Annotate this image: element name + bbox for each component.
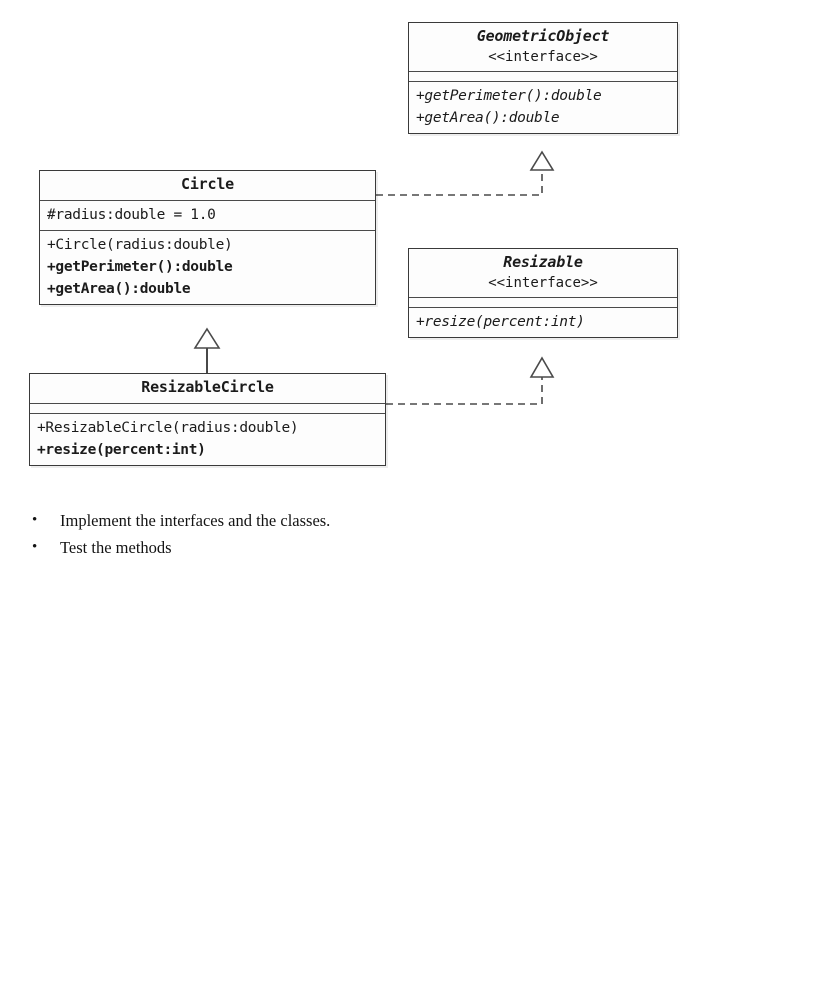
header-compartment: Resizable <<interface>> bbox=[409, 249, 677, 297]
uml-class-geometric-object: GeometricObject <<interface>> +getPerime… bbox=[408, 22, 678, 135]
attributes-compartment bbox=[409, 71, 677, 81]
header-compartment: GeometricObject <<interface>> bbox=[409, 23, 677, 71]
attribute-row: #radius:double = 1.0 bbox=[47, 206, 216, 223]
list-item-label: Test the methods bbox=[60, 537, 172, 557]
list-item-label: Implement the interfaces and the classes… bbox=[60, 511, 331, 530]
uml-class-resizable: Resizable <<interface>> +resize(percent:… bbox=[408, 248, 678, 339]
attributes-compartment: #radius:double = 1.0 bbox=[40, 199, 375, 230]
class-stereotype: <<interface>> bbox=[488, 274, 598, 291]
method-row: +getPerimeter():double bbox=[416, 88, 602, 105]
method-row: +ResizableCircle(radius:double) bbox=[37, 419, 299, 436]
class-name: GeometricObject bbox=[476, 27, 610, 45]
realization-resizablecircle-to-resizable bbox=[386, 356, 555, 405]
method-row: +resize(percent:int) bbox=[37, 441, 206, 458]
list-item: • Implement the interfaces and the class… bbox=[28, 508, 548, 535]
attributes-compartment bbox=[30, 402, 385, 413]
header-compartment: Circle bbox=[40, 171, 375, 200]
list-item: • Test the methods bbox=[28, 535, 548, 562]
uml-class-circle: Circle #radius:double = 1.0 +Circle(radi… bbox=[39, 170, 376, 305]
methods-compartment: +Circle(radius:double) +getPerimeter():d… bbox=[40, 229, 375, 304]
class-name: ResizableCircle bbox=[141, 378, 274, 396]
bullet-icon: • bbox=[32, 538, 38, 555]
method-row: +getPerimeter():double bbox=[47, 258, 233, 275]
methods-compartment: +ResizableCircle(radius:double) +resize(… bbox=[30, 412, 385, 465]
attributes-compartment bbox=[409, 297, 677, 307]
methods-compartment: +getPerimeter():double +getArea():double bbox=[409, 81, 677, 133]
class-name: Resizable bbox=[503, 253, 583, 271]
methods-compartment: +resize(percent:int) bbox=[409, 307, 677, 337]
method-row: +Circle(radius:double) bbox=[47, 236, 233, 253]
task-list: • Implement the interfaces and the class… bbox=[28, 508, 548, 561]
header-compartment: ResizableCircle bbox=[30, 374, 385, 403]
uml-class-resizable-circle: ResizableCircle +ResizableCircle(radius:… bbox=[29, 373, 386, 466]
realization-circle-to-geometricobject bbox=[376, 150, 555, 196]
generalization-resizablecircle-to-circle bbox=[193, 327, 221, 373]
bullet-icon: • bbox=[32, 512, 38, 528]
class-name: Circle bbox=[181, 175, 234, 193]
method-row: +getArea():double bbox=[416, 110, 560, 127]
class-stereotype: <<interface>> bbox=[488, 48, 598, 65]
method-row: +getArea():double bbox=[47, 280, 191, 297]
method-row: +resize(percent:int) bbox=[416, 314, 585, 331]
